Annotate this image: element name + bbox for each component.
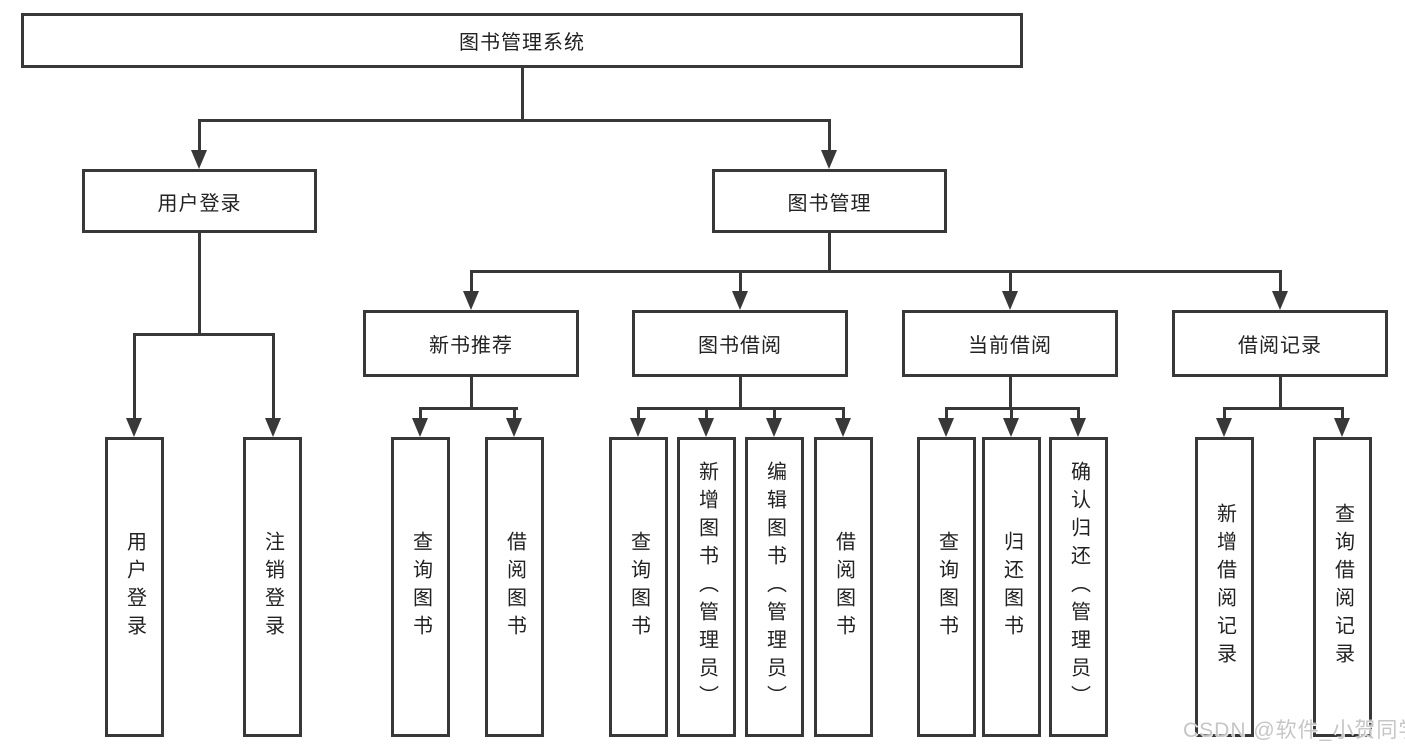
node-label: 图书管理系统 xyxy=(459,32,585,54)
connector-line xyxy=(133,333,275,336)
node-library-management-system: 图书管理系统 xyxy=(21,13,1023,68)
leaf-borrow-books-recommend: 借阅图书 xyxy=(485,437,544,737)
arrowhead-down-icon xyxy=(1070,418,1086,437)
node-user-login: 用户登录 xyxy=(82,169,317,233)
leaf-label: 注销登录 xyxy=(261,531,284,643)
leaf-logout: 注销登录 xyxy=(243,437,302,737)
node-label: 新书推荐 xyxy=(429,335,513,357)
leaf-query-books-current: 查询图书 xyxy=(917,437,976,737)
leaf-add-books-admin: 新增图书（管理员） xyxy=(677,437,736,737)
leaf-return-books: 归还图书 xyxy=(982,437,1041,737)
connector-line xyxy=(133,333,136,421)
connector-line xyxy=(828,233,831,273)
leaf-label: 新增借阅记录 xyxy=(1213,503,1236,671)
node-label: 当前借阅 xyxy=(968,335,1052,357)
node-book-management: 图书管理 xyxy=(712,169,947,233)
arrowhead-down-icon xyxy=(698,418,714,437)
arrowhead-down-icon xyxy=(835,418,851,437)
arrowhead-down-icon xyxy=(1003,418,1019,437)
arrowhead-down-icon xyxy=(463,291,479,310)
connector-line xyxy=(1223,407,1226,421)
connector-line xyxy=(513,407,516,421)
arrowhead-down-icon xyxy=(191,150,207,169)
connector-line xyxy=(945,407,948,421)
arrowhead-down-icon xyxy=(1216,418,1232,437)
leaf-label: 借阅图书 xyxy=(503,531,526,643)
arrowhead-down-icon xyxy=(938,418,954,437)
connector-line xyxy=(637,407,640,421)
connector-line xyxy=(637,407,845,410)
connector-line xyxy=(705,407,708,421)
leaf-label: 新增图书（管理员） xyxy=(695,461,718,713)
node-label: 借阅记录 xyxy=(1238,335,1322,357)
connector-line xyxy=(1341,407,1344,421)
connector-line xyxy=(198,233,201,336)
node-label: 用户登录 xyxy=(157,192,242,215)
arrowhead-down-icon xyxy=(821,150,837,169)
connector-line xyxy=(1010,407,1013,421)
connector-line xyxy=(842,407,845,421)
arrowhead-down-icon xyxy=(265,418,281,437)
connector-line xyxy=(419,407,518,410)
leaf-add-borrow-record: 新增借阅记录 xyxy=(1195,437,1254,737)
connector-line xyxy=(1223,407,1343,410)
connector-line xyxy=(739,377,742,410)
leaf-query-books-borrowing: 查询图书 xyxy=(609,437,668,737)
leaf-edit-books-admin: 编辑图书（管理员） xyxy=(745,437,804,737)
connector-line xyxy=(1279,377,1282,410)
connector-line xyxy=(470,270,1281,273)
leaf-query-borrow-record: 查询借阅记录 xyxy=(1313,437,1372,737)
arrowhead-down-icon xyxy=(630,418,646,437)
connector-line xyxy=(198,119,831,122)
leaf-label: 确认归还（管理员） xyxy=(1067,461,1090,713)
leaf-label: 借阅图书 xyxy=(832,531,855,643)
connector-line xyxy=(1009,270,1012,294)
leaf-query-books-recommend: 查询图书 xyxy=(391,437,450,737)
node-label: 图书借阅 xyxy=(698,335,782,357)
node-borrow-records: 借阅记录 xyxy=(1172,310,1388,377)
leaf-label: 查询图书 xyxy=(935,531,958,643)
leaf-label: 用户登录 xyxy=(123,531,146,643)
arrowhead-down-icon xyxy=(1002,291,1018,310)
connector-line xyxy=(272,333,275,421)
connector-line xyxy=(1009,377,1012,410)
node-current-borrowing: 当前借阅 xyxy=(902,310,1118,377)
leaf-label: 查询图书 xyxy=(627,531,650,643)
leaf-label: 查询借阅记录 xyxy=(1331,503,1354,671)
connector-line xyxy=(828,119,831,153)
connector-line xyxy=(470,377,473,410)
leaf-label: 查询图书 xyxy=(409,531,432,643)
connector-line xyxy=(739,270,742,294)
arrowhead-down-icon xyxy=(1334,418,1350,437)
connector-line xyxy=(1077,407,1080,421)
arrowhead-down-icon xyxy=(412,418,428,437)
node-book-borrowing: 图书借阅 xyxy=(632,310,848,377)
arrowhead-down-icon xyxy=(126,418,142,437)
connector-line xyxy=(521,68,524,120)
leaf-label: 归还图书 xyxy=(1000,531,1023,643)
arrowhead-down-icon xyxy=(732,291,748,310)
connector-line xyxy=(419,407,422,421)
leaf-label: 编辑图书（管理员） xyxy=(763,461,786,713)
csdn-watermark: CSDN @软件_小贺同学 xyxy=(1183,719,1405,742)
arrowhead-down-icon xyxy=(506,418,522,437)
connector-line xyxy=(470,270,473,294)
connector-line xyxy=(773,407,776,421)
arrowhead-down-icon xyxy=(1272,291,1288,310)
connector-line xyxy=(1279,270,1282,294)
node-label: 图书管理 xyxy=(787,192,872,215)
leaf-user-login: 用户登录 xyxy=(105,437,164,737)
leaf-borrow-books-borrowing: 借阅图书 xyxy=(814,437,873,737)
arrowhead-down-icon xyxy=(766,418,782,437)
connector-line xyxy=(198,119,201,153)
leaf-confirm-return-admin: 确认归还（管理员） xyxy=(1049,437,1108,737)
node-new-book-recommendation: 新书推荐 xyxy=(363,310,579,377)
